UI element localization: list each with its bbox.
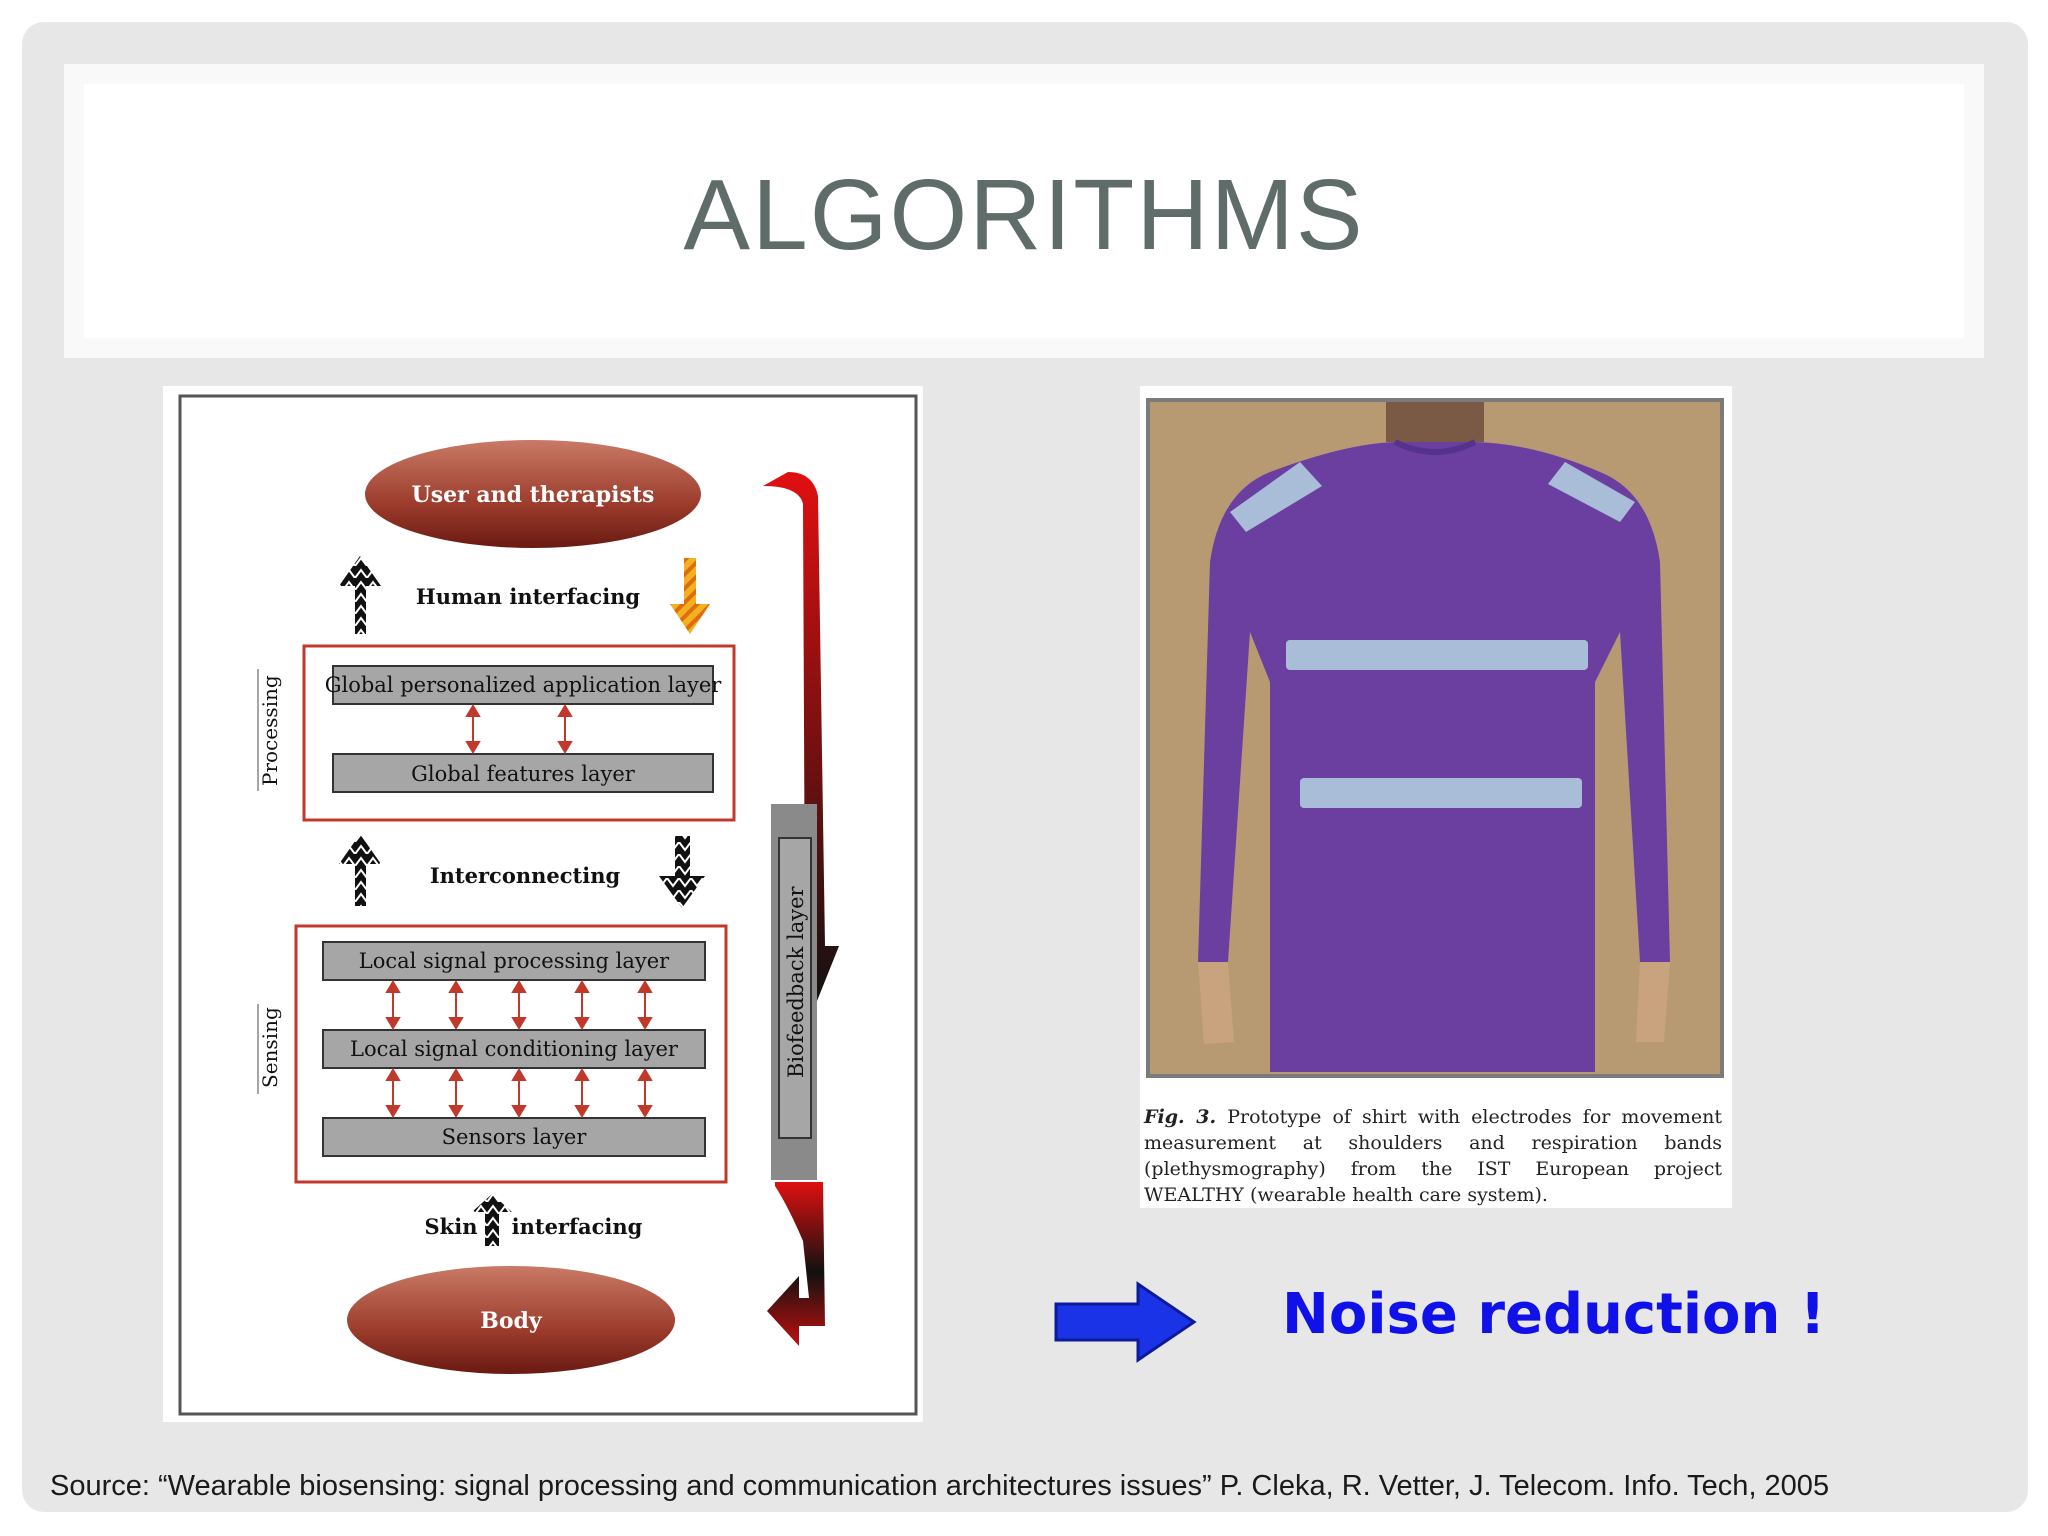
right-arrow-icon (1054, 1281, 1197, 1363)
slide-title: ALGORITHMS (683, 159, 1365, 271)
sensors-layer (322, 1117, 706, 1157)
noise-reduction-callout: Noise reduction ! (1282, 1282, 1826, 1347)
shirt-figure: Fig. 3. Prototype of shirt with electrod… (1140, 386, 1732, 1208)
sensing-label: Sensing (258, 1007, 282, 1088)
processing-box (302, 644, 736, 822)
local-conditioning-layer-label: Local signal conditioning layer (350, 1037, 679, 1061)
caption-text: Prototype of shirt with electrodes for m… (1144, 1106, 1722, 1206)
global-app-layer-label: Global personalized application layer (325, 673, 723, 697)
source-citation: Source: “Wearable biosensing: signal pro… (50, 1470, 1830, 1502)
up-arrow-icon (339, 556, 381, 634)
skin-label: Skin (425, 1214, 478, 1239)
body-label: Body (480, 1308, 543, 1334)
processing-connectors (465, 704, 573, 754)
human-interfacing-label: Human interfacing (416, 584, 641, 609)
up-arrow-icon-2 (339, 834, 381, 906)
up-arrow-icon-3 (472, 1194, 512, 1246)
sensing-box (294, 924, 728, 1184)
sensing-connectors (385, 980, 653, 1118)
sensors-layer-label: Sensors layer (442, 1125, 588, 1149)
interfacing-label: interfacing (512, 1214, 643, 1239)
title-panel (84, 84, 1964, 338)
caption-label: Fig. 3. (1144, 1106, 1217, 1128)
biofeedback-layer (778, 837, 812, 1139)
interconnecting-label: Interconnecting (430, 863, 621, 888)
global-features-layer-label: Global features layer (411, 762, 636, 786)
local-processing-layer (322, 941, 706, 981)
user-therapists-ellipse (365, 440, 701, 548)
down-arrow-icon (670, 558, 710, 634)
down-arrow-icon-2 (659, 836, 705, 908)
local-processing-layer-label: Local signal processing layer (359, 949, 670, 973)
architecture-diagram: User and therapists Human interfacing Pr… (163, 386, 923, 1422)
user-therapists-label: User and therapists (412, 482, 655, 508)
local-conditioning-layer (322, 1029, 706, 1069)
body-ellipse (347, 1266, 675, 1374)
processing-label: Processing (258, 675, 282, 786)
feedback-arrow-top (763, 472, 839, 1006)
global-app-layer (332, 665, 714, 705)
shirt-photo (1146, 398, 1724, 1078)
figure-caption: Fig. 3. Prototype of shirt with electrod… (1144, 1104, 1722, 1208)
biofeedback-layer-label: Biofeedback layer (784, 885, 808, 1078)
feedback-arrow-bottom (767, 1182, 825, 1346)
global-features-layer (332, 753, 714, 793)
